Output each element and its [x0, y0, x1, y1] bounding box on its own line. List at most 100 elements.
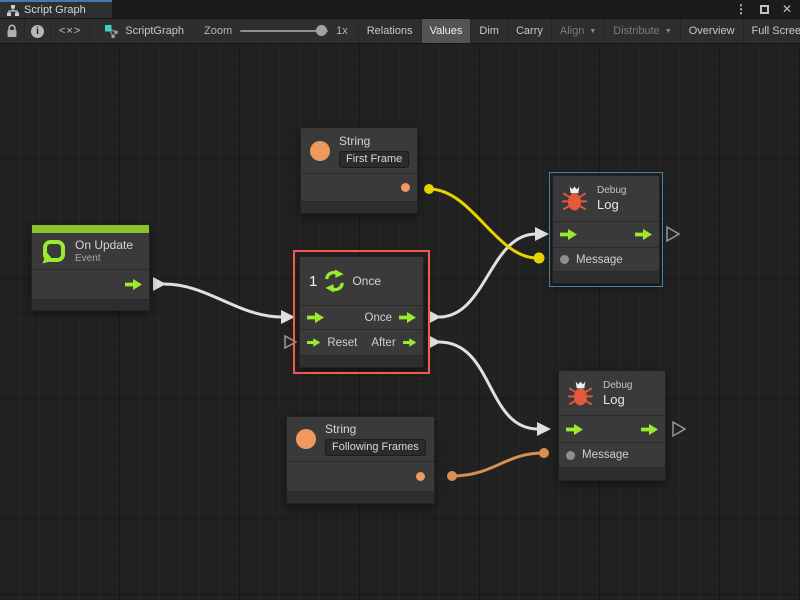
- message-input-port[interactable]: [560, 255, 569, 264]
- debug-bug-icon: [568, 380, 593, 405]
- code-view-button[interactable]: <×>: [51, 19, 91, 43]
- info-icon: i: [31, 24, 44, 38]
- reset-input-label: Reset: [327, 336, 358, 349]
- on-update-loop-icon: [42, 240, 65, 264]
- node-subtitle: Event: [75, 253, 101, 264]
- once-cycle-icon: [325, 269, 345, 293]
- node-category: Debug: [597, 185, 627, 196]
- zoom-control: Zoom 1x: [194, 19, 358, 43]
- node-footer: [287, 492, 434, 503]
- carry-button[interactable]: Carry: [508, 19, 552, 43]
- string-value-field[interactable]: Following Frames: [325, 439, 426, 456]
- graph-name-label: ScriptGraph: [125, 25, 184, 37]
- script-graph-icon: [105, 24, 119, 38]
- once-output-port[interactable]: [399, 312, 416, 323]
- wire-arrowhead-debug-log-top-in[interactable]: [535, 227, 549, 241]
- node-debug-log-top[interactable]: Debug Log Message: [549, 172, 663, 287]
- value-output-port[interactable]: [416, 472, 425, 481]
- chevron-down-icon: ▼: [589, 27, 597, 35]
- debug-bug-icon: [562, 186, 587, 211]
- port-connector-after-out[interactable]: [428, 335, 441, 349]
- port-connector-on-update-out[interactable]: [153, 277, 166, 291]
- reset-input-port[interactable]: [307, 337, 321, 348]
- event-accent-bar: [32, 225, 149, 233]
- tab-script-graph[interactable]: Script Graph: [0, 0, 112, 18]
- node-title: On Update: [75, 238, 134, 252]
- node-title: Log: [603, 391, 625, 407]
- message-input-label: Message: [576, 253, 623, 266]
- lock-icon: [7, 24, 17, 37]
- wire-arrowhead-debug-log-bottom-in[interactable]: [537, 422, 551, 436]
- node-title: String: [339, 133, 371, 148]
- graph-breadcrumb[interactable]: ScriptGraph: [90, 19, 194, 43]
- node-title: Once: [352, 274, 382, 288]
- message-input-port[interactable]: [566, 450, 575, 460]
- wire-end-message-top[interactable]: [533, 252, 545, 264]
- align-dropdown[interactable]: Align▼: [552, 19, 606, 43]
- flow-output-port[interactable]: [635, 229, 652, 240]
- port-connector-reset-in-empty[interactable]: [284, 334, 298, 350]
- wire-string-first-to-message[interactable]: [427, 187, 539, 260]
- zoom-label: Zoom: [203, 25, 233, 37]
- tab-title: Script Graph: [24, 4, 86, 16]
- node-on-update[interactable]: On Update Event: [31, 224, 150, 311]
- node-title: Log: [597, 197, 619, 212]
- overview-button[interactable]: Overview: [681, 19, 744, 43]
- node-title: String: [325, 422, 357, 436]
- string-type-icon: [310, 140, 330, 161]
- after-output-label: After: [371, 336, 396, 349]
- port-connector-once-out[interactable]: [428, 310, 441, 324]
- node-footer: [32, 300, 149, 310]
- wire-end-message-bottom[interactable]: [539, 448, 549, 458]
- node-footer: [559, 468, 665, 480]
- zoom-value: 1x: [336, 25, 348, 37]
- message-input-label: Message: [582, 449, 629, 461]
- zoom-slider-handle[interactable]: [316, 25, 328, 36]
- graph-canvas[interactable]: String First Frame On Update Event: [0, 44, 800, 600]
- node-footer: [300, 356, 423, 367]
- wire-once-to-debug-log-top[interactable]: [437, 232, 538, 319]
- inspect-button[interactable]: i: [25, 19, 51, 43]
- flow-input-port[interactable]: [307, 312, 324, 323]
- distribute-dropdown[interactable]: Distribute▼: [605, 19, 681, 43]
- node-footer: [553, 272, 659, 283]
- values-button[interactable]: Values: [421, 19, 472, 43]
- wire-layer: [153, 184, 687, 481]
- wire-after-to-debug-log-bottom[interactable]: [437, 340, 540, 431]
- relations-button[interactable]: Relations: [359, 19, 422, 43]
- wire-arrowhead-once-in[interactable]: [281, 310, 295, 324]
- window-maximize-icon[interactable]: [759, 4, 769, 14]
- wire-on-update-to-once[interactable]: [162, 282, 284, 319]
- lock-button[interactable]: [0, 19, 25, 43]
- window-menu-icon[interactable]: ⋮: [734, 2, 747, 16]
- chevron-down-icon: ▼: [664, 27, 672, 35]
- full-screen-button[interactable]: Full Screen: [751, 25, 800, 37]
- window-tab-bar: Script Graph ⋮ ✕: [0, 0, 800, 18]
- graph-toolbar: i <×> ScriptGraph Zoom 1x Relations Valu…: [0, 18, 800, 44]
- node-debug-log-bottom[interactable]: Debug Log Message: [558, 370, 666, 481]
- string-type-icon: [296, 429, 316, 449]
- flow-output-port[interactable]: [125, 279, 142, 290]
- node-string-first-frame[interactable]: String First Frame: [300, 127, 418, 214]
- dim-button[interactable]: Dim: [471, 19, 508, 43]
- node-string-following-frames[interactable]: String Following Frames: [286, 416, 435, 504]
- port-connector-debug-bottom-out-empty[interactable]: [672, 420, 687, 438]
- string-value-field[interactable]: First Frame: [339, 150, 410, 168]
- node-once[interactable]: 1 Once Once Reset After: [293, 250, 430, 374]
- value-output-port[interactable]: [401, 183, 410, 192]
- zoom-slider[interactable]: [240, 25, 329, 36]
- flow-input-port[interactable]: [560, 229, 577, 240]
- once-output-label: Once: [364, 311, 393, 324]
- wire-string-following-to-message[interactable]: [450, 451, 545, 478]
- node-footer: [301, 202, 417, 213]
- port-connector-debug-top-out-empty[interactable]: [666, 225, 681, 243]
- window-close-icon[interactable]: ✕: [781, 2, 792, 16]
- after-output-port[interactable]: [402, 337, 416, 348]
- once-count-badge: 1: [309, 272, 318, 290]
- flow-input-port[interactable]: [566, 423, 583, 435]
- flow-output-port[interactable]: [641, 423, 658, 435]
- toolbar-button-group: Relations Values Dim Carry Align▼ Distri…: [357, 19, 800, 43]
- graph-hierarchy-icon: [7, 4, 19, 16]
- code-icon: <×>: [59, 25, 82, 37]
- node-category: Debug: [603, 379, 633, 391]
